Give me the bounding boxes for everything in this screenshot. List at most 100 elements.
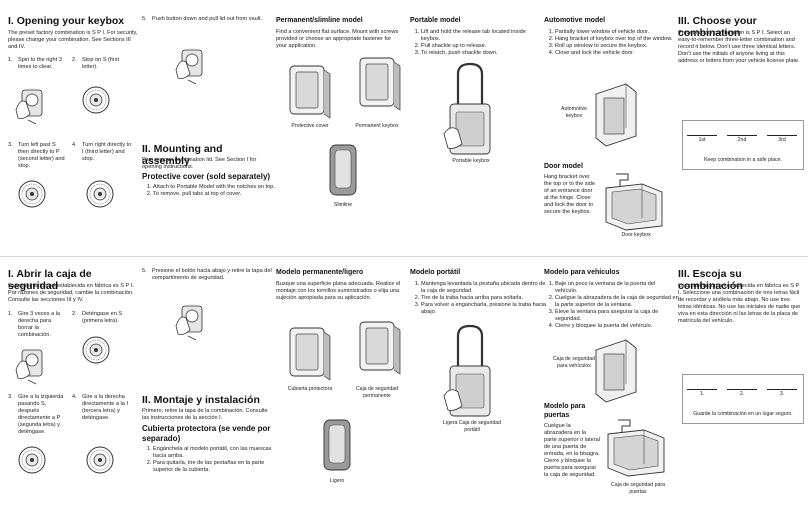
caption: Caja de seguridad para vehículos [552, 356, 596, 369]
step-number: 2. [72, 57, 77, 63]
list-item: Hang bracket of keybox over top of the w… [555, 36, 677, 43]
automotive-model-steps: Baje un poco la ventana de la puerta del… [544, 281, 679, 330]
list-item: Cierre y bloquee la puerta del vehículo. [555, 323, 679, 330]
section-1-title: I. Opening your keybox [8, 15, 125, 27]
automotive-keybox-illustration [595, 83, 637, 147]
section-1-title: I. Abrir la caja de seguridad [8, 268, 92, 292]
list-item: Baje un poco la ventana de la puerta del… [555, 281, 679, 295]
list-item: To relatch, push shackle down. [421, 50, 545, 57]
door-model-title: Door model [544, 163, 583, 170]
section-3-intro: La combinación preestablecida en fábrica… [678, 283, 801, 324]
second-letter-label: 2. [739, 391, 745, 397]
door-keybox-illustration [605, 173, 663, 231]
section-divider [0, 256, 808, 257]
caption: Automotive keybox [552, 106, 596, 119]
door-model-intro: Hang bracket over the top or to the side… [544, 174, 595, 215]
step-number: 5. [142, 268, 147, 274]
step-number: 1. [8, 57, 13, 63]
dial-illustration [86, 446, 114, 474]
section-1-intro: The preset factory combination is S P I.… [8, 30, 138, 50]
section-2-title: II. Mounting and assembly [142, 143, 223, 167]
section-2-intro: First remove combination lid. See Sectio… [142, 157, 257, 170]
list-item: Partially lower window of vehicle door. [555, 29, 677, 36]
section-2-steps: Engánchela al modelo portátil, con las m… [142, 446, 281, 474]
caption-line: keybox [565, 112, 583, 119]
automotive-keybox-illustration [595, 339, 637, 403]
section-1-intro: La combinación preestablecida en fábrica… [8, 283, 134, 303]
step-number: 5. [142, 16, 147, 22]
dial-illustration [18, 446, 46, 474]
step-2-text: Deténgase en S (primera letra). [82, 311, 123, 324]
caption: Permanent keybox [355, 123, 399, 129]
dial-illustration [82, 86, 110, 114]
section-2-subtitle: Cubierta protectora (se vende por separa… [142, 424, 271, 443]
caption: Ligera Caja de seguridad portátil [443, 420, 501, 433]
caption: Caja de seguridad permanente [355, 386, 399, 399]
permanent-model-title: Modelo permanente/ligero [276, 269, 364, 276]
step-3-text: Turn left past S then directly to P (sec… [18, 142, 65, 169]
section-3-title: III. Choose your combination [678, 15, 757, 39]
portable-keybox-illustration [442, 62, 492, 156]
list-item: Mantenga levantada la pestaña ubicada de… [421, 281, 547, 295]
caption: Door keybox [621, 232, 651, 238]
caption: Portable keybox [452, 158, 490, 164]
list-item: Close and lock the vehicle door. [555, 50, 677, 57]
protective-cover-illustration [289, 65, 331, 119]
permanent-model-title: Permanent/slimline model [276, 17, 363, 24]
step-5-text: Presione el botón hacia abajo y retire l… [152, 268, 272, 281]
second-letter-label: 2nd [737, 137, 747, 143]
list-item: Pull shackle up to release. [421, 43, 545, 50]
portable-keybox-illustration [442, 324, 492, 418]
list-item: Para volver a engancharla, presione la t… [421, 302, 547, 316]
dial-illustration [86, 180, 114, 208]
caption: Protective cover [291, 123, 329, 129]
door-model-title: Modelo para puertas [544, 403, 586, 419]
section-3-title: III. Escoja su combinación [678, 268, 743, 292]
step-number: 3. [8, 142, 13, 148]
third-letter-label: 3. [779, 391, 785, 397]
dial-illustration [82, 336, 110, 364]
dial-push-illustration [175, 305, 203, 341]
step-5-text: Push button down and pull lid out from v… [152, 16, 263, 22]
step-2-text: Stop on S (first letter). [82, 57, 119, 70]
step-number: 4. [72, 394, 77, 400]
step-1-text: Gire 3 veces a la derecha para borrar la… [18, 311, 60, 338]
automotive-model-title: Automotive model [544, 17, 606, 24]
permanent-keybox-illustration [359, 321, 401, 375]
hand-dial-illustration [15, 89, 43, 125]
list-item: Cuelgue la abrazadera de la caja de segu… [555, 295, 679, 309]
list-item: Eleve la ventana para asegurar la caja d… [555, 309, 679, 323]
section-2-subtitle: Protective cover (sold separately) [142, 172, 271, 181]
step-3-text: Gire a la izquierda pasando S, después d… [18, 394, 64, 435]
protective-cover-illustration [289, 327, 331, 381]
hand-dial-illustration [15, 349, 43, 385]
slimline-illustration [323, 419, 351, 471]
portable-model-steps: Mantenga levantada la pestaña ubicada de… [410, 281, 547, 316]
door-keybox-illustration [607, 419, 665, 477]
list-item: Roll up window to secure the keybox. [555, 43, 677, 50]
caption: Caja de seguridad para puertas [611, 482, 665, 495]
step-number: 1. [8, 311, 13, 317]
third-letter-label: 3rd [778, 137, 786, 143]
section-2-title: II. Montaje y instalación [142, 394, 260, 406]
section-2-intro: Primero, retire la tapa de la combinació… [142, 408, 268, 421]
dial-push-illustration [175, 49, 203, 85]
step-4-text: Turn right directly to I (third letter) … [82, 142, 132, 162]
list-item: Attach to Portable Model with the notche… [153, 184, 281, 191]
portable-model-title: Modelo portátil [410, 269, 461, 276]
caption-line: Automotive [561, 106, 587, 112]
list-item: To remove, pull tabs at top of cover. [153, 191, 281, 198]
portable-model-steps: Lift and hold the release tab located in… [410, 29, 545, 57]
permanent-keybox-illustration [359, 57, 401, 111]
step-number: 2. [72, 311, 77, 317]
permanent-model-intro: Find a convenient flat surface. Mount wi… [276, 29, 399, 49]
step-number: 3. [8, 394, 13, 400]
slimline-illustration [329, 144, 357, 196]
caption: Cubierta protectora [287, 386, 333, 392]
first-letter-label: 1. [699, 391, 705, 397]
safe-place-note: Keep combination in a safe place. [704, 157, 782, 163]
automotive-model-title: Modelo para vehículos [544, 269, 620, 276]
list-item: Para quitarla, tire de las pestañas en l… [153, 460, 281, 474]
section-2-steps: Attach to Portable Model with the notche… [142, 184, 281, 198]
section-3-intro: Preset factory combination is S P I. Sel… [678, 30, 800, 64]
